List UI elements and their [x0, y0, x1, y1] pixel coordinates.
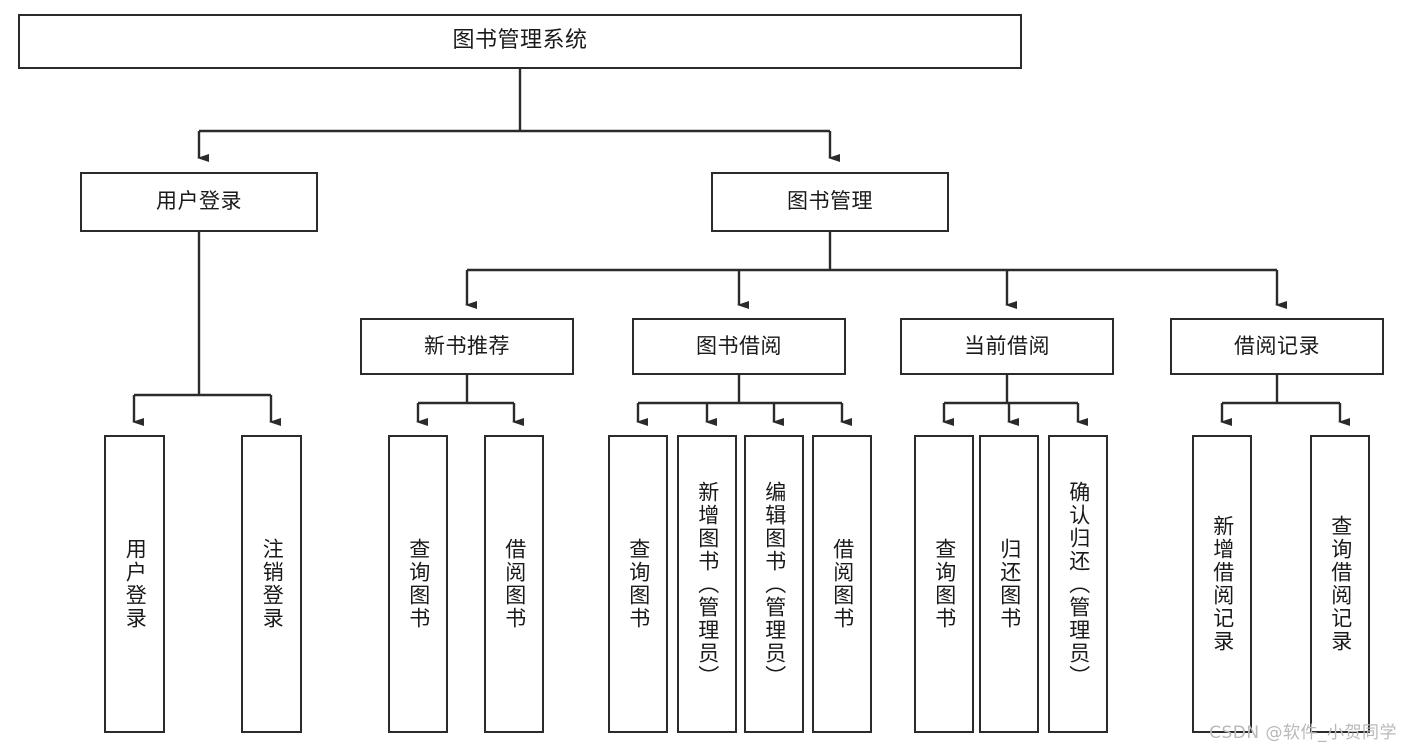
node-borrow-record[interactable]: 借阅记录 — [1170, 318, 1384, 375]
leaf-current-borrow-query-book[interactable]: 查询图书 — [914, 435, 974, 733]
leaf-user-login-login[interactable]: 用户登录 — [104, 435, 165, 733]
node-root-book-management-system[interactable]: 图书管理系统 — [18, 14, 1022, 69]
node-book-management-label: 图书管理 — [787, 189, 873, 214]
leaf-user-login-logout[interactable]: 注销登录 — [241, 435, 302, 733]
node-current-borrow-label: 当前借阅 — [964, 333, 1050, 358]
leaf-book-borrow-query-book[interactable]: 查询图书 — [608, 435, 668, 733]
leaf-book-borrow-add-book-admin[interactable]: 新增图书（管理员） — [677, 435, 737, 733]
node-user-login-label: 用户登录 — [156, 189, 242, 214]
node-book-borrow[interactable]: 图书借阅 — [632, 318, 846, 375]
node-root-label: 图书管理系统 — [452, 28, 588, 54]
leaf-borrow-record-query-record[interactable]: 查询借阅记录 — [1310, 435, 1370, 733]
leaf-label: 新增图书（管理员） — [695, 480, 720, 688]
node-book-management[interactable]: 图书管理 — [711, 172, 949, 232]
leaf-label: 确认归还（管理员） — [1066, 480, 1091, 688]
node-new-book-recommend[interactable]: 新书推荐 — [360, 318, 574, 375]
leaf-current-borrow-return-book[interactable]: 归还图书 — [979, 435, 1039, 733]
leaf-label: 新增借阅记录 — [1210, 515, 1235, 653]
leaf-book-borrow-edit-book-admin[interactable]: 编辑图书（管理员） — [744, 435, 804, 733]
leaf-label: 查询借阅记录 — [1328, 515, 1353, 653]
leaf-label: 借阅图书 — [502, 538, 527, 630]
leaf-new-book-query-book[interactable]: 查询图书 — [388, 435, 448, 733]
leaf-book-borrow-borrow-book[interactable]: 借阅图书 — [812, 435, 872, 733]
leaf-label: 注销登录 — [260, 538, 285, 630]
node-current-borrow[interactable]: 当前借阅 — [900, 318, 1114, 375]
leaf-label: 归还图书 — [997, 538, 1022, 630]
leaf-label: 查询图书 — [626, 538, 651, 630]
leaf-label: 编辑图书（管理员） — [762, 480, 787, 688]
leaf-label: 用户登录 — [123, 538, 148, 630]
leaf-label: 查询图书 — [932, 538, 957, 630]
leaf-label: 借阅图书 — [830, 538, 855, 630]
leaf-borrow-record-add-record[interactable]: 新增借阅记录 — [1192, 435, 1252, 733]
node-book-borrow-label: 图书借阅 — [696, 333, 782, 358]
node-borrow-record-label: 借阅记录 — [1234, 333, 1320, 358]
leaf-label: 查询图书 — [406, 538, 431, 630]
leaf-current-borrow-confirm-return-admin[interactable]: 确认归还（管理员） — [1048, 435, 1108, 733]
node-new-book-recommend-label: 新书推荐 — [424, 333, 510, 358]
watermark-text: CSDN @软件_小贺同学 — [1209, 723, 1397, 743]
leaf-new-book-borrow-book[interactable]: 借阅图书 — [484, 435, 544, 733]
node-user-login[interactable]: 用户登录 — [80, 172, 318, 232]
